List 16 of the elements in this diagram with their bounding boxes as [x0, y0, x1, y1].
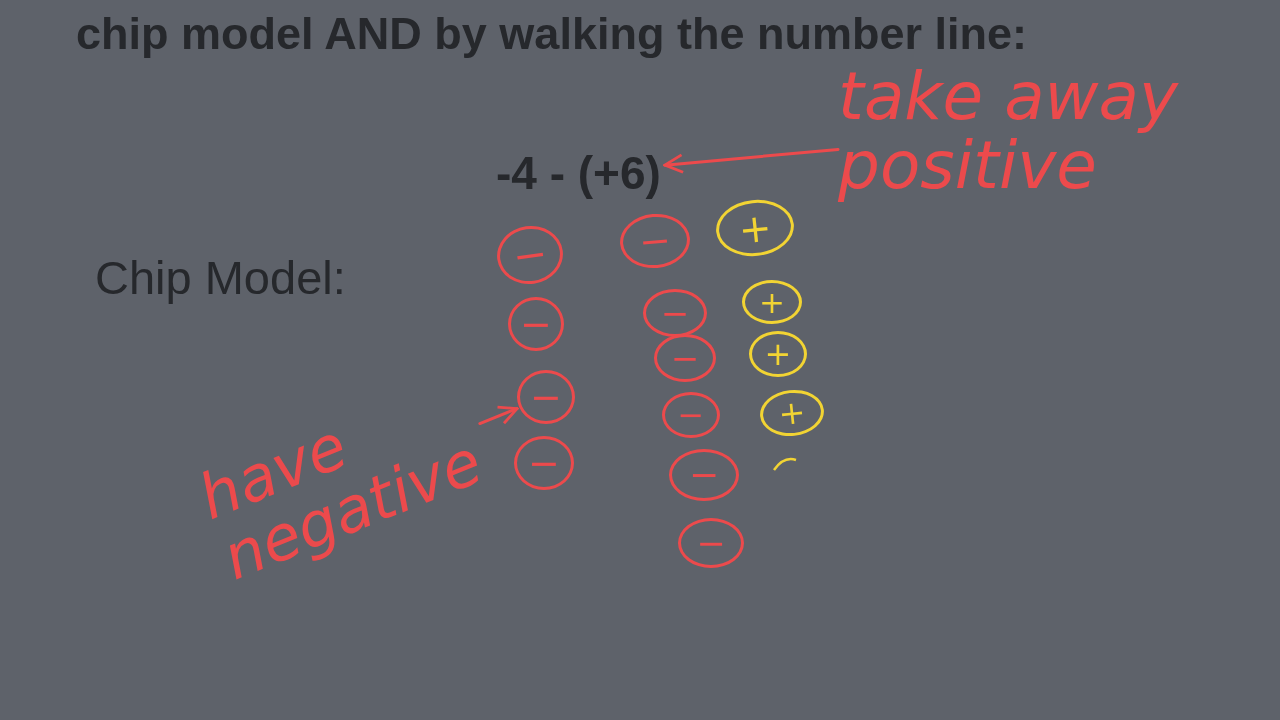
section-label: Chip Model: [95, 250, 346, 305]
counter-chip: − [678, 518, 744, 568]
counter-chip: − [669, 449, 739, 501]
expression: -4 - (+6) [492, 146, 665, 200]
counter-chip: + [742, 280, 802, 324]
counter-chip: − [643, 289, 707, 337]
handwritten-note: take away positive [838, 62, 1238, 201]
counter-chip: − [517, 370, 575, 424]
arrow [663, 147, 840, 174]
counter-chip: − [514, 436, 574, 490]
counter-chip: − [654, 334, 716, 382]
counter-chip: − [508, 297, 564, 351]
counter-chip: + [749, 331, 807, 377]
arrow [478, 405, 519, 426]
title: chip model AND by walking the number line: [76, 8, 1027, 60]
counter-chip: − [662, 392, 720, 438]
